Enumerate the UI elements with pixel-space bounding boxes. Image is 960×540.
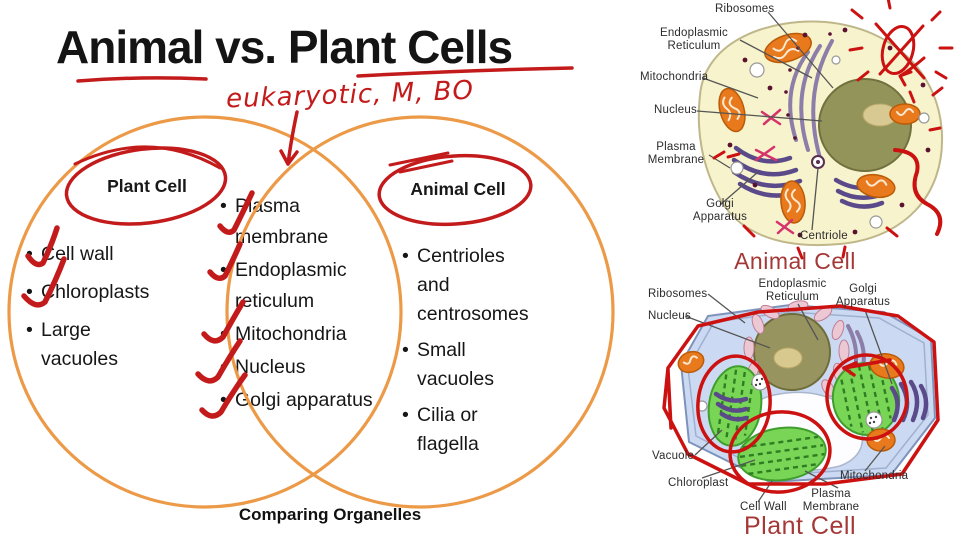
label-endoplasmic-reticulum: Endoplasmic Reticulum: [758, 278, 827, 303]
animal-only-list: Centrioles and centrosomes Small vacuole…: [402, 242, 534, 466]
list-item-mitochondria: Mitochondria: [220, 319, 380, 350]
red-doodles: [712, 0, 954, 260]
plant-only-list: Cell wall Chloroplasts Large vacuoles: [26, 240, 158, 383]
nucleus-art: [818, 78, 912, 172]
label-vacuole: Vacuole: [652, 450, 695, 462]
animal-cell-figure: Ribosomes Endoplasmic Reticulum Mitochon…: [640, 0, 960, 280]
plant-cell-figure: Ribosomes Endoplasmic Reticulum Golgi Ap…: [640, 278, 960, 540]
shared-list: Plasma membrane Endoplasmic reticulum Mi…: [220, 191, 380, 418]
label-ribosomes: Ribosomes: [715, 3, 775, 15]
plant-cell-art: [662, 293, 940, 503]
label-cell-wall: Cell Wall: [740, 501, 787, 513]
venn-caption: Comparing Organelles: [238, 505, 422, 524]
list-item-chloroplasts: Chloroplasts: [26, 278, 158, 307]
golgi-art-2: [713, 391, 749, 422]
circle-around-plant-cell-extra: [73, 145, 222, 170]
list-item-nucleus: Nucleus: [220, 352, 380, 383]
slashes-above-animal-cell: [388, 151, 454, 174]
venn-label-animal-cell: Animal Cell: [410, 179, 506, 199]
page-title: Animal vs. Plant Cells: [56, 21, 513, 73]
label-mitochondria: Mitochondria: [640, 71, 709, 83]
down-arrow: [279, 110, 299, 166]
mitochondrion: [856, 173, 896, 199]
list-item-small-vacuoles: Small vacuoles: [402, 336, 534, 394]
list-item-large-vacuoles: Large vacuoles: [26, 316, 158, 374]
list-item-endoplasmic-reticulum: Endoplasmic reticulum: [220, 255, 380, 317]
label-centriole: Centriole: [800, 230, 848, 242]
list-item-centrioles: Centrioles and centrosomes: [402, 242, 534, 329]
plasma-membrane-art: [687, 311, 929, 476]
leader-lines: [696, 11, 834, 231]
red-doodles: [662, 304, 940, 494]
label-nucleus: Nucleus: [654, 104, 697, 116]
er-art: [788, 39, 834, 160]
label-plasma-membrane: Plasma Membrane: [647, 141, 705, 166]
label-golgi-apparatus: Golgi Apparatus: [835, 283, 891, 308]
list-item-golgi-apparatus: Golgi apparatus: [220, 385, 380, 416]
label-nucleus: Nucleus: [648, 310, 691, 322]
nucleolus-art: [773, 347, 803, 369]
animal-cell-art: [696, 0, 954, 260]
animal-figure-caption: Animal Cell: [734, 248, 856, 274]
golgi-art: [731, 145, 803, 198]
mitochondrion: [780, 180, 806, 224]
plant-figure-caption: Plant Cell: [744, 512, 856, 540]
list-item-cell-wall: Cell wall: [26, 240, 158, 269]
chloroplast: [707, 365, 763, 447]
label-mitochondria: Mitochondria: [840, 470, 909, 482]
mitochondrion: [869, 353, 905, 379]
label-chloroplast: Chloroplast: [668, 477, 729, 489]
label-plasma-membrane: Plasma Membrane: [802, 488, 860, 513]
venn-label-plant-cell: Plant Cell: [107, 176, 187, 196]
ribosome-dots: [727, 27, 931, 238]
list-item-plasma-membrane: Plasma membrane: [220, 191, 380, 253]
handwritten-note: eukaryotic, M, BO: [225, 75, 475, 115]
chloroplast: [737, 426, 827, 482]
mitochondrion: [889, 103, 921, 125]
mitochondrion: [764, 32, 812, 64]
label-ribosomes: Ribosomes: [648, 288, 708, 300]
label-endoplasmic-reticulum: Endoplasmic Reticulum: [659, 27, 729, 52]
list-item-cilia-flagella: Cilia or flagella: [402, 401, 534, 459]
label-golgi-apparatus: Golgi Apparatus: [692, 198, 748, 223]
mitochondrion: [677, 350, 705, 374]
ribosome-cluster: [865, 411, 883, 429]
title-underline-animal: [76, 76, 208, 83]
